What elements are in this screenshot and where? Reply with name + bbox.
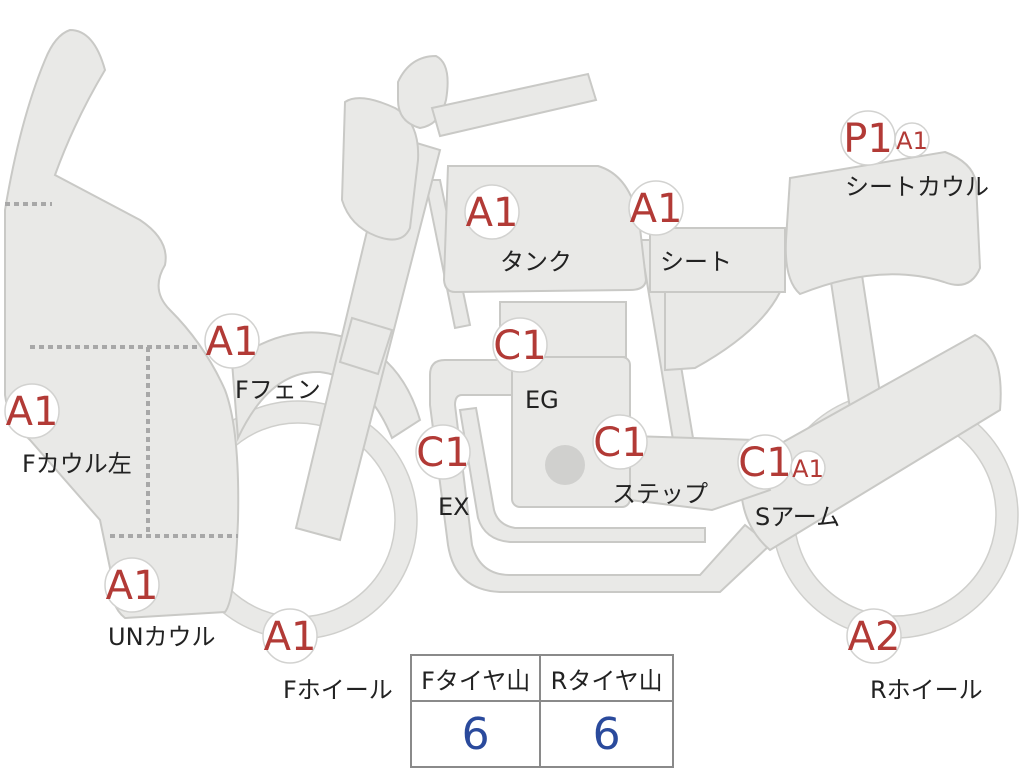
headlight-shape [340,97,420,241]
grade-step: C1 [592,414,648,470]
exhaust-shape [429,359,772,593]
svg-text:A1: A1 [264,614,317,660]
svg-text:A1: A1 [896,127,928,155]
front-tread-header: Fタイヤ山 [409,654,542,702]
svg-text:P1: P1 [843,116,893,162]
grade-seat-cowl: P1 [840,110,896,166]
label-f-fender: Fフェン [235,376,321,404]
svg-text:C1: C1 [593,420,646,466]
svg-text:A2: A2 [848,614,901,660]
rear-tread-header: Rタイヤ山 [539,654,674,702]
grade-s-arm-secondary: A1 [790,450,826,486]
rear-tread-value: 6 [539,700,674,768]
grade-f-fender: A1 [204,313,260,369]
grade-eg: C1 [492,317,548,373]
label-eg: EG [525,386,559,414]
label-f-cowl-left: Fカウル左 [22,450,132,478]
grade-r-wheel: A2 [846,608,902,664]
seat-shape [649,227,786,293]
label-f-wheel: Fホイール [283,676,393,704]
label-tank: タンク [500,248,572,276]
svg-text:A1: A1 [6,389,59,435]
svg-text:C1: C1 [416,430,469,476]
exhaust-inner-shape [458,406,706,543]
label-un-cowl: UNカウル [108,623,216,651]
svg-text:A1: A1 [106,563,159,609]
grade-tank: A1 [464,184,520,240]
front-cowl-shape [4,28,240,620]
label-s-arm: Sアーム [755,503,840,531]
seat-side-shape [664,291,782,372]
grade-s-arm: C1 [737,434,793,490]
grade-seat: A1 [628,180,684,236]
svg-text:C1: C1 [738,440,791,486]
seat-cowl-shape [784,150,982,296]
svg-text:A1: A1 [792,455,824,483]
grade-seat-cowl-secondary: A1 [894,122,930,158]
handlebar-shape [430,72,598,138]
tire-tread-table: Fタイヤ山 Rタイヤ山 6 6 [409,654,674,768]
front-tread-value: 6 [409,700,542,768]
label-step: ステップ [612,480,708,508]
step-shape [629,434,772,512]
grade-f-cowl-left: A1 [4,383,60,439]
svg-text:A1: A1 [630,186,683,232]
svg-text:A1: A1 [206,319,259,365]
label-seat-cowl: シートカウル [845,173,989,201]
label-ex: EX [438,493,470,521]
svg-text:A1: A1 [466,190,519,236]
fork-clamp-shape [338,316,394,376]
label-seat: シート [660,248,732,276]
svg-text:C1: C1 [493,323,546,369]
grade-ex: C1 [415,424,471,480]
grade-f-wheel: A1 [262,608,318,664]
label-r-wheel: Rホイール [870,676,983,704]
grade-un-cowl: A1 [104,557,160,613]
